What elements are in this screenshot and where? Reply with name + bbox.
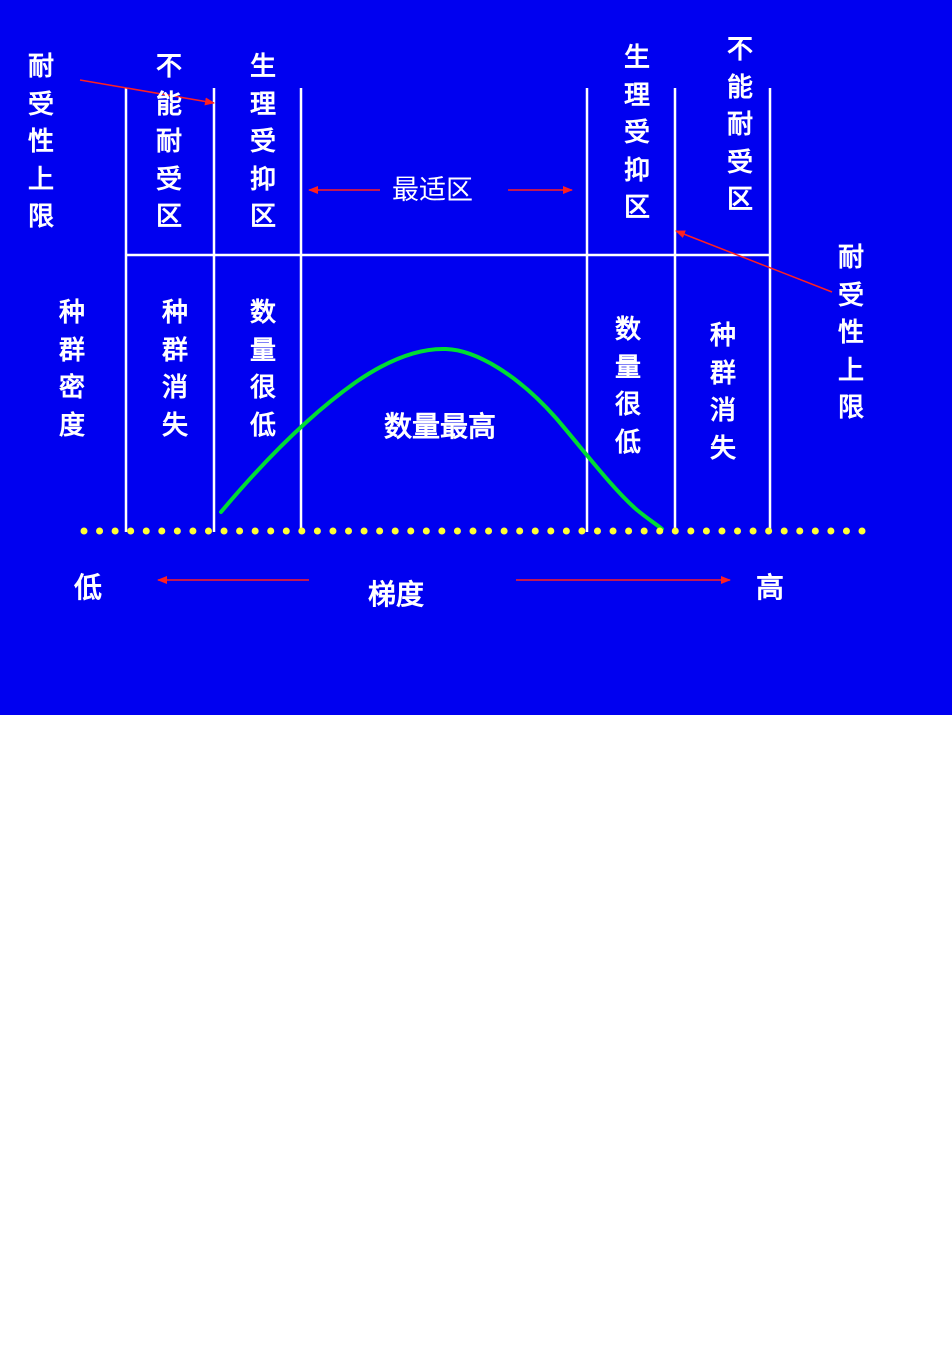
optimal-zone-label: 最适区 [392, 175, 473, 206]
quantity-very-low-left-label: 数量很低 [249, 298, 276, 441]
tolerance-limit-left-label: 耐受性上限 [27, 52, 54, 232]
tolerance-arrow-right [675, 230, 833, 293]
low-label: 低 [74, 571, 103, 604]
population-density-label: 种群密度 [58, 298, 85, 441]
physiological-stress-left-label: 生理受抑区 [249, 52, 276, 232]
gradient-label: 梯度 [368, 578, 425, 611]
diagram-panel: 耐受性上限 不能耐受区 生理受抑区 生理受抑区 不能耐受区 耐受性上限 种群密度… [0, 0, 952, 715]
tolerance-limit-right-label: 耐受性上限 [837, 243, 864, 423]
high-label: 高 [756, 571, 785, 604]
population-disappears-left-label: 种群消失 [161, 298, 188, 441]
tolerance-diagram [79, 79, 870, 584]
population-disappears-right-label: 种群消失 [709, 321, 736, 464]
intolerance-zone-right-label: 不能耐受区 [726, 35, 753, 215]
physiological-stress-right-label: 生理受抑区 [623, 43, 650, 223]
quantity-highest-label: 数量最高 [384, 410, 497, 443]
intolerance-zone-left-label: 不能耐受区 [155, 52, 182, 232]
tolerance-arrow-left [79, 79, 215, 106]
quantity-very-low-right-label: 数量很低 [614, 315, 641, 458]
population-curve [219, 346, 664, 531]
